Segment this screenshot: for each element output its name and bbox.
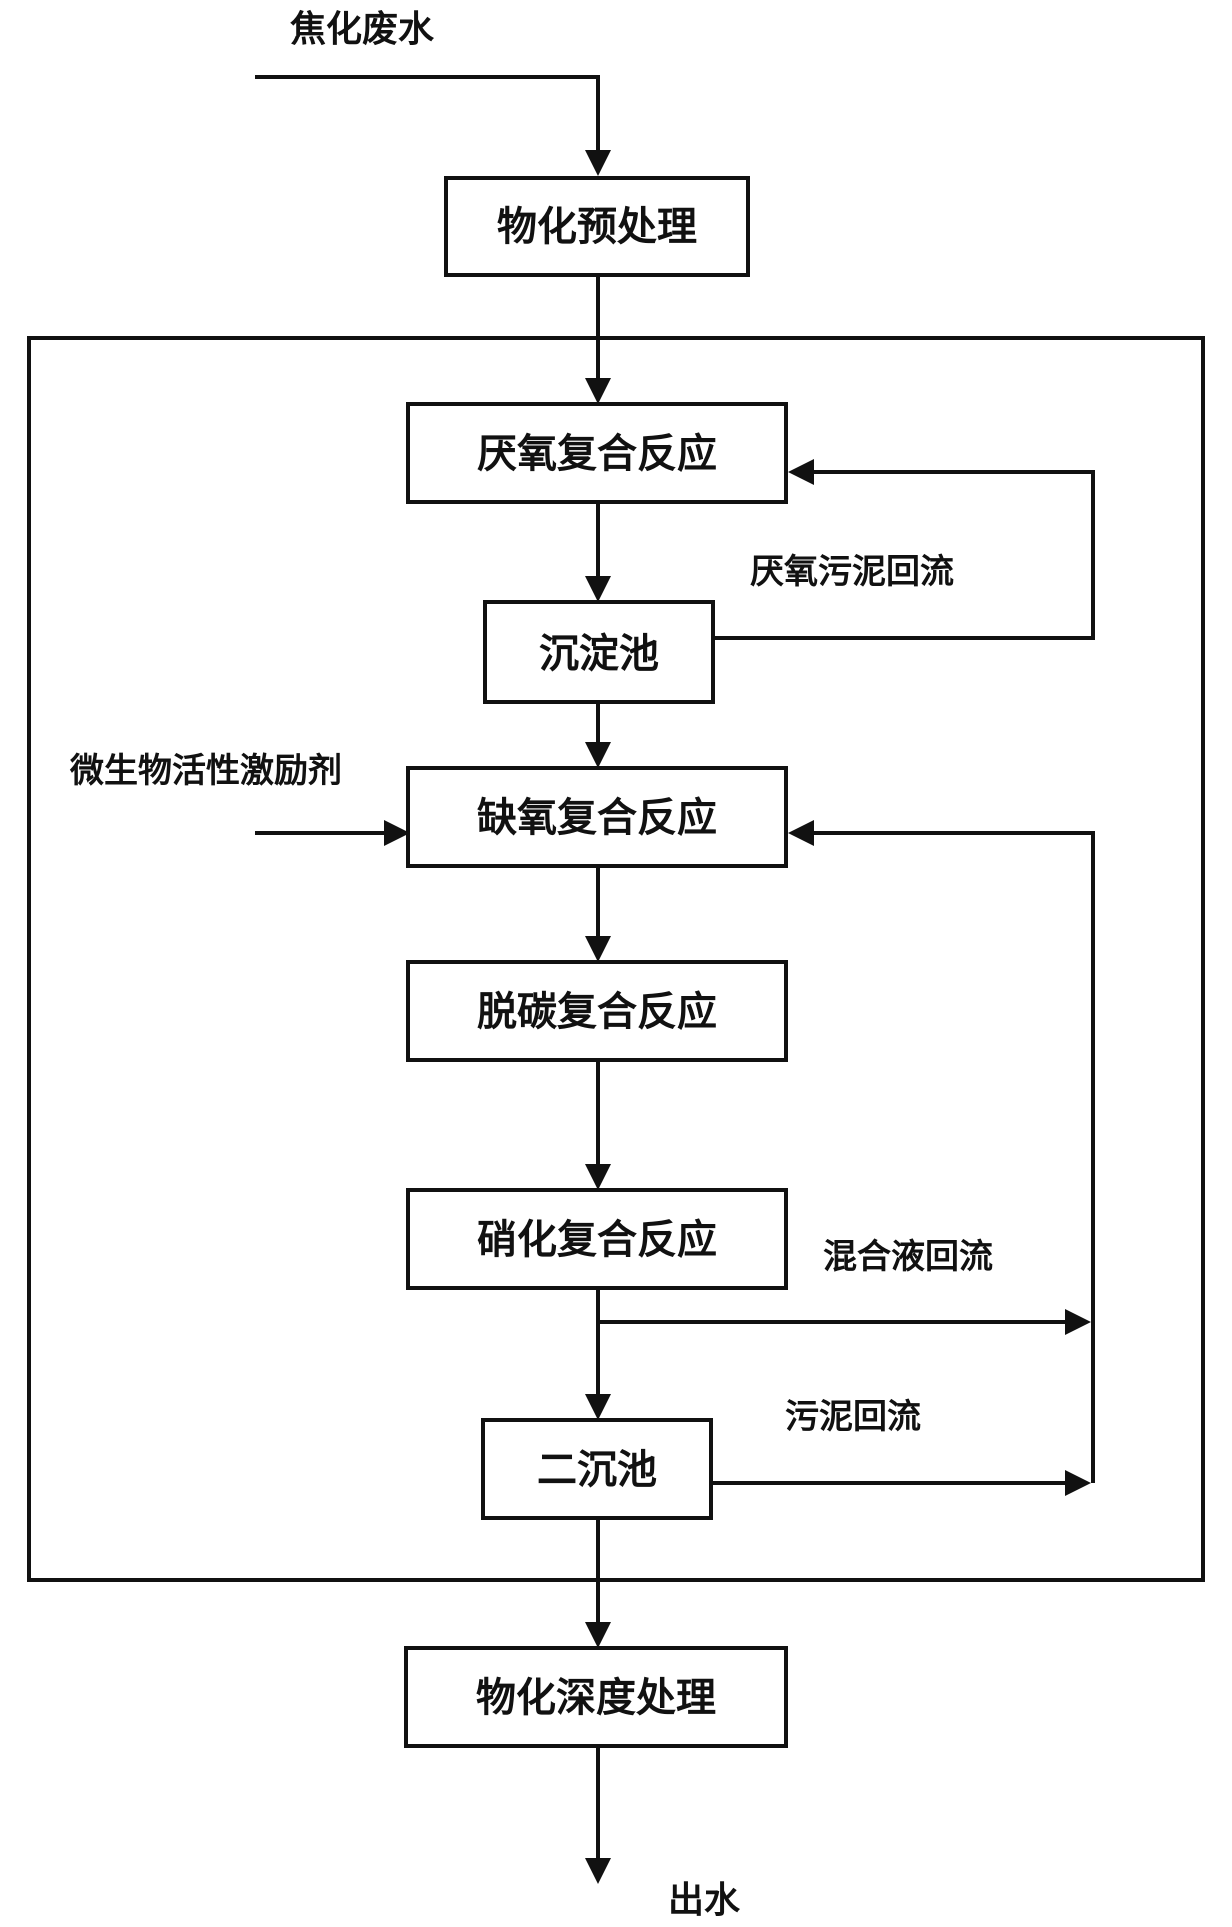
arrow-head (1065, 1309, 1091, 1335)
effluent-label: 出水 (668, 1880, 741, 1921)
pretreatment-label: 物化预处理 (497, 204, 697, 250)
settling-label: 沉淀池 (539, 631, 659, 677)
arrow-head (585, 576, 611, 602)
sludge-return-label: 污泥回流 (785, 1397, 921, 1437)
arrow-head (788, 820, 814, 846)
secondary-settling-label: 二沉池 (537, 1447, 657, 1493)
arrow-head (585, 378, 611, 404)
decarbon-label: 脱碳复合反应 (477, 989, 717, 1035)
arrow-head (585, 1394, 611, 1420)
anaerobic-sludge-return-label: 厌氧污泥回流 (750, 552, 954, 592)
pretreatment-box (444, 176, 750, 277)
wastewater-input-label: 焦化废水 (290, 9, 435, 50)
settling-box (483, 600, 715, 704)
anaerobic-box (406, 402, 788, 504)
arrow-head (585, 1858, 611, 1884)
anaerobic-sludge-return-line (713, 470, 1095, 640)
anoxic-label: 缺氧复合反应 (477, 795, 717, 841)
return-bus-line (812, 831, 1095, 1483)
arrow-head (585, 1164, 611, 1190)
advanced-treatment-label: 物化深度处理 (476, 1675, 716, 1721)
arrow-head (585, 1622, 611, 1648)
nitrification-box (406, 1188, 788, 1290)
secondary-settling-box (481, 1418, 713, 1520)
decarbon-box (406, 960, 788, 1062)
mixed-liquor-return-label: 混合液回流 (823, 1237, 993, 1277)
wastewater-input-line (255, 75, 600, 152)
arrow-head (788, 459, 814, 485)
arrow-head (384, 820, 410, 846)
stimulant-input-label: 微生物活性激励剂 (69, 751, 342, 791)
arrow-head (585, 936, 611, 962)
arrow-head (585, 150, 611, 176)
anaerobic-label: 厌氧复合反应 (477, 431, 717, 477)
nitrification-label: 硝化复合反应 (477, 1217, 717, 1263)
biological-stage-frame (27, 336, 1205, 1582)
arrow-head (585, 742, 611, 768)
arrow-head (1065, 1470, 1091, 1496)
